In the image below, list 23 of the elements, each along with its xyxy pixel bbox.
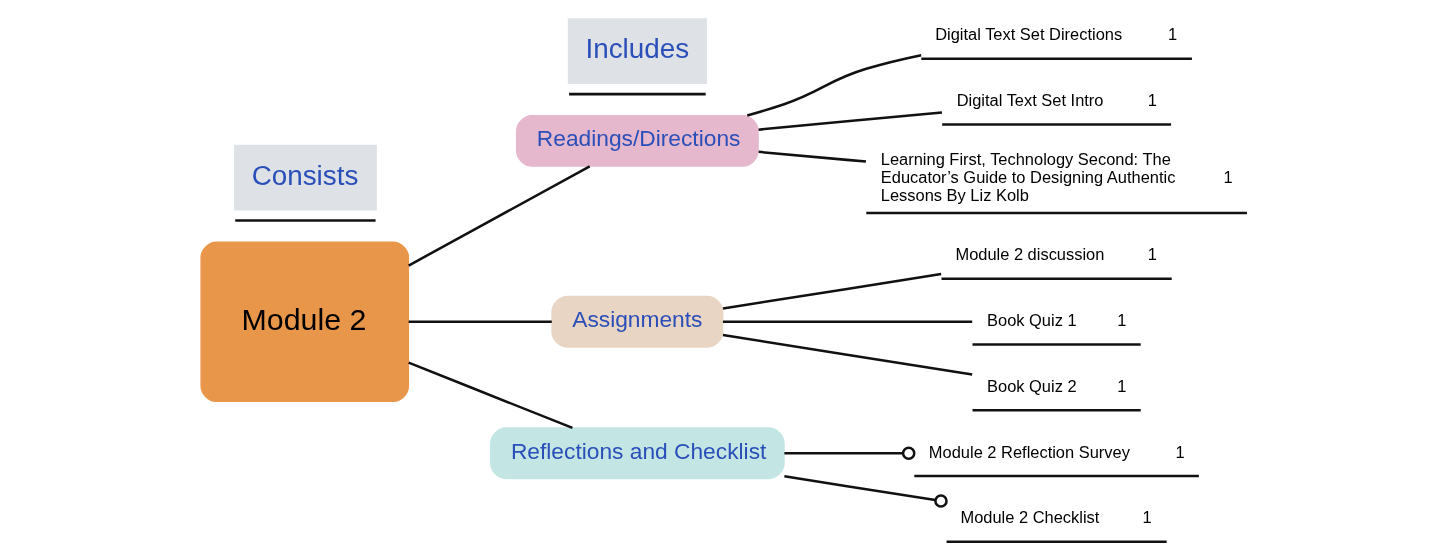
connector xyxy=(722,333,972,376)
connector xyxy=(783,446,915,461)
node-text: Book Quiz 2 1 xyxy=(986,376,1126,395)
connector xyxy=(758,111,942,131)
connector xyxy=(722,320,972,324)
node-text: Digital Text Set Intro 1 xyxy=(956,91,1157,110)
connector xyxy=(758,150,866,163)
connector xyxy=(746,54,921,117)
node-text: Module 2 Reflection Survey 1 xyxy=(928,442,1185,461)
connector xyxy=(407,165,590,267)
connector xyxy=(722,272,941,310)
node-box: Module 2 xyxy=(199,241,409,403)
connector xyxy=(408,320,552,324)
node-box: Assignments xyxy=(550,295,723,348)
node-box: Readings/Directions xyxy=(515,115,759,167)
node-text: Digital Text Set Directions 1 xyxy=(934,25,1177,44)
node-text: Learning First, Technology Second: The Educator’s Guide to Designing Authentic Lessons By Liz Kolb 1 xyxy=(880,150,1233,204)
node-text: Book Quiz 1 1 xyxy=(986,311,1126,330)
connector xyxy=(783,475,948,508)
node-box: Reflections and Checklist xyxy=(489,427,785,480)
connector xyxy=(407,361,573,430)
node-text: Module 2 discussion 1 xyxy=(954,245,1157,264)
node-text: Module 2 Checklist 1 xyxy=(959,508,1152,527)
